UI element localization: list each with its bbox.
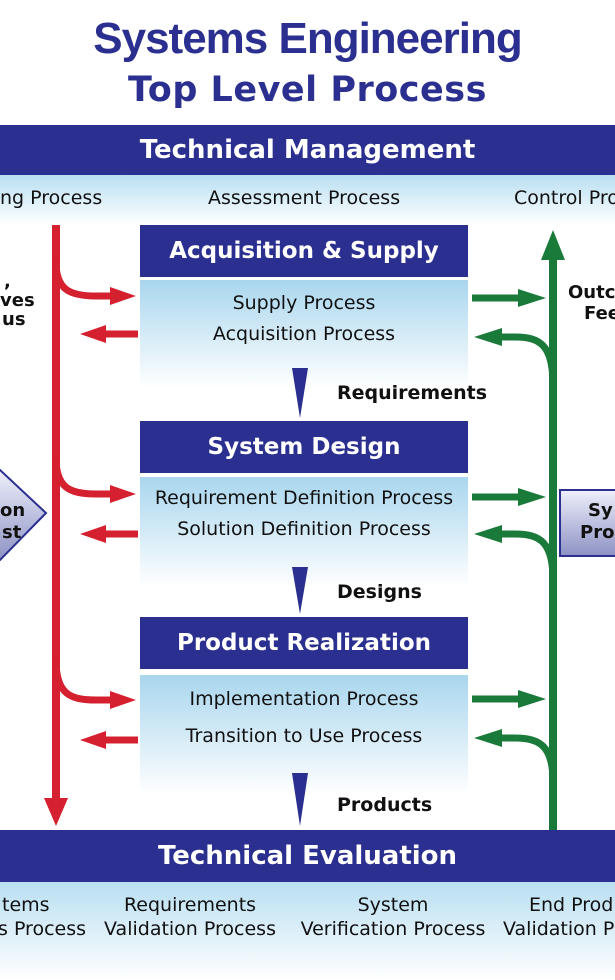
red-return-1-head [80,325,106,343]
eval-process-2-line1: Requirements [123,894,257,916]
green-out-2-head [518,488,546,506]
eval-process-4: End Prod Validation P [503,893,614,941]
planning-process-label: ng Process [0,187,103,209]
implementation-process-label: Implementation Process [189,688,419,710]
requirements-label: Requirements [337,382,488,404]
green-return-1 [500,333,557,386]
eval-process-1-line2: s Process [0,918,87,940]
red-branch-3-head [110,691,136,709]
diagram-title: Systems Engineering [93,14,522,63]
left-text-line-1: , [4,271,11,292]
green-return-3 [500,734,557,783]
acquisition-supply-body: Supply Process Acquisition Process [140,280,468,388]
left-text-line-3: us [2,309,26,330]
left-diamond-line-1: on [0,500,26,521]
down-arrow-products [292,773,308,826]
supply-process-label: Supply Process [232,292,376,314]
right-box-line-1: Sy [588,500,613,521]
left-diamond-shape [0,469,48,561]
left-side-text: , ves us [0,272,35,329]
green-out-3-head [518,690,546,708]
designs-label: Designs [337,581,422,603]
evaluation-process-band [0,882,615,980]
product-realization-body: Implementation Process Transition to Use… [140,675,468,795]
acquisition-supply-header: Acquisition & Supply [140,225,468,277]
product-realization-header: Product Realization [140,617,468,669]
right-process-box-shape [559,489,615,557]
red-branch-1 [52,261,112,300]
right-box-text: Sy Pro [580,500,614,544]
left-text-line-2: ves [0,290,35,311]
eval-process-4-line1: End Prod [529,894,614,916]
eval-process-3: System Verification Process [297,893,489,941]
assessment-process-label: Assessment Process [208,187,401,209]
control-process-label: Control Pro [514,187,615,209]
eval-process-1: tems s Process [0,893,86,941]
green-return-1-head [474,328,502,346]
red-branch-2 [52,457,112,498]
green-return-2-head [474,525,502,543]
eval-process-3-line1: System [357,894,429,916]
red-trunk-arrowhead [44,798,68,826]
right-box-line-2: Pro [580,522,615,543]
technical-evaluation-bar: Technical Evaluation [0,830,615,882]
eval-process-3-line2: Verification Process [300,918,486,940]
right-side-text: Outc Fee [568,282,615,324]
red-return-3-head [80,731,106,749]
eval-process-2: Requirements Validation Process [100,893,280,941]
technical-management-bar: Technical Management [0,125,615,175]
system-design-header: System Design [140,421,468,473]
green-return-3-head [474,729,502,747]
green-return-2 [500,530,557,581]
red-return-2-head [80,525,106,543]
right-text-line-2: Fee [584,303,615,324]
transition-process-label: Transition to Use Process [185,725,423,747]
eval-process-1-line1: tems [2,894,50,916]
system-design-body: Requirement Definition Process Solution … [140,477,468,587]
acquisition-process-label: Acquisition Process [212,323,396,345]
solution-definition-label: Solution Definition Process [177,518,431,540]
left-diamond-text: on st [0,500,25,544]
eval-process-2-line2: Validation Process [104,918,276,940]
eval-process-4-line2: Validation P [503,918,615,940]
down-arrow-requirements [292,368,308,418]
right-text-line-1: Outc [568,282,615,303]
requirement-definition-label: Requirement Definition Process [154,487,454,509]
down-arrow-designs [292,567,308,614]
green-trunk-arrowhead [541,230,565,260]
left-diamond-line-2: st [2,522,22,543]
green-out-1-head [518,289,546,307]
diagram-subtitle: Top Level Process [128,70,487,110]
products-label: Products [337,794,433,816]
red-branch-2-head [110,485,136,503]
red-branch-3 [52,659,112,704]
red-branch-1-head [110,287,136,305]
management-process-band [0,175,615,225]
